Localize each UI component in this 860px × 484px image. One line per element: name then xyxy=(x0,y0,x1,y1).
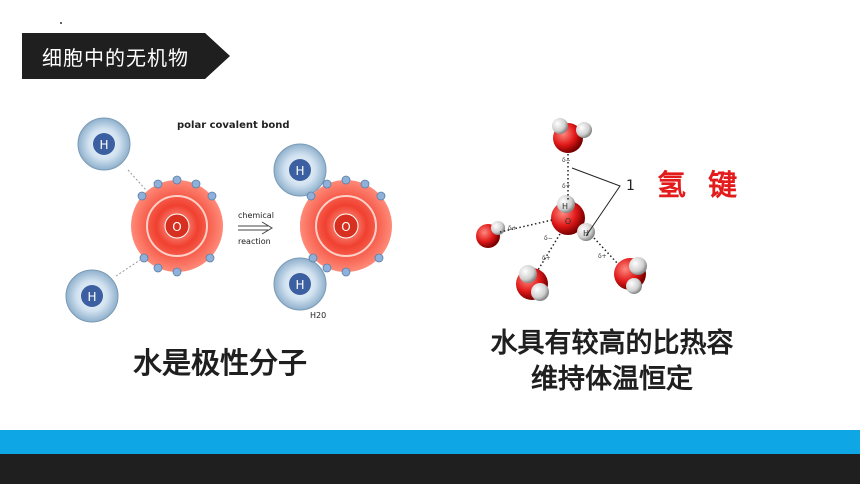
callout-number: 1 xyxy=(626,178,635,194)
svg-text:O: O xyxy=(565,217,571,226)
water-center: H O H xyxy=(551,195,595,241)
figure-title: polar covalent bond xyxy=(177,120,290,131)
svg-text:δ+: δ+ xyxy=(598,253,607,260)
water-left xyxy=(476,221,505,248)
o-atom: O xyxy=(131,175,223,277)
svg-text:O: O xyxy=(172,220,181,234)
section-title: 细胞中的无机物 xyxy=(42,45,189,70)
svg-text:δ+: δ+ xyxy=(562,183,571,190)
hydrogen-bond-label: 氢 键 xyxy=(657,168,744,202)
svg-text:O: O xyxy=(341,220,350,234)
svg-text:H: H xyxy=(295,164,304,178)
svg-text:δ+: δ+ xyxy=(542,255,551,262)
svg-text:δ+: δ+ xyxy=(508,225,517,232)
right-caption-line1: 水具有较高的比热容 xyxy=(490,328,734,359)
svg-text:δ−: δ− xyxy=(544,235,553,242)
right-caption: 水具有较高的比热容 维持体温恒定 xyxy=(462,326,762,398)
svg-text:H: H xyxy=(295,278,304,292)
water-bottom-left xyxy=(516,265,549,301)
section-header: 细胞中的无机物 xyxy=(22,33,230,79)
footer-band-blue xyxy=(0,430,860,454)
decor-dot xyxy=(60,22,62,24)
callout-line xyxy=(571,167,621,237)
h-atom-bottom: H xyxy=(65,269,119,323)
water-top xyxy=(552,118,592,153)
partial-charges: δ− δ+ δ+ δ− δ+ δ+ xyxy=(508,157,607,262)
hydrogen-bond-figure: H O H 1 δ− δ+ δ+ δ− δ+ δ+ xyxy=(476,118,647,301)
svg-text:H: H xyxy=(562,202,568,211)
right-caption-line2: 维持体温恒定 xyxy=(531,364,693,395)
svg-text:H: H xyxy=(583,229,589,238)
svg-text:H: H xyxy=(87,290,96,304)
h-atom-top: H xyxy=(77,117,131,171)
water-bottom-right xyxy=(614,257,647,294)
molecule-label: H20 xyxy=(310,311,326,320)
svg-text:δ−: δ− xyxy=(562,157,571,164)
arrow-label-2: reaction xyxy=(238,237,271,246)
svg-text:H: H xyxy=(99,138,108,152)
o-atom-right: O xyxy=(300,175,392,277)
arrow-label-1: chemical xyxy=(238,211,274,220)
hbond-lines xyxy=(499,154,619,271)
left-caption: 水是极性分子 xyxy=(132,346,307,380)
footer-band-dark xyxy=(0,454,860,484)
